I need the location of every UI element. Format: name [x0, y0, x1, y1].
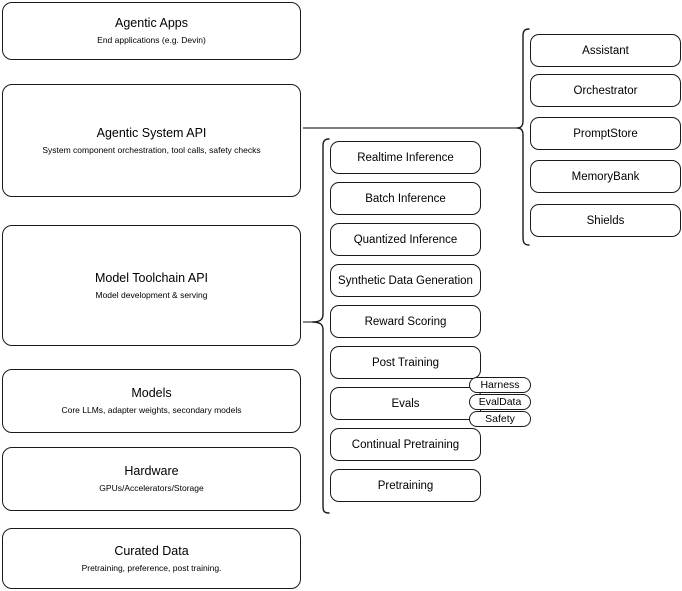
toolchain-item-pretraining[interactable]: Pretraining: [330, 469, 481, 502]
layer-models[interactable]: Models Core LLMs, adapter weights, secon…: [2, 369, 301, 433]
system-item-promptstore[interactable]: PromptStore: [530, 117, 681, 150]
agentic-system-bracket: [516, 28, 530, 246]
layer-title: Models: [131, 386, 172, 401]
layer-model-toolchain-api[interactable]: Model Toolchain API Model development & …: [2, 225, 301, 346]
layer-title: Agentic System API: [96, 125, 207, 140]
system-item-memorybank[interactable]: MemoryBank: [530, 160, 681, 193]
toolchain-item-realtime-inference[interactable]: Realtime Inference: [330, 141, 481, 174]
safety-pill[interactable]: Safety: [469, 411, 531, 427]
layer-subtitle: GPUs/Accelerators/Storage: [99, 483, 204, 493]
layer-subtitle: Model development & serving: [95, 289, 208, 300]
layer-agentic-apps[interactable]: Agentic Apps End applications (e.g. Devi…: [2, 2, 301, 60]
layer-subtitle: System component orchestration, tool cal…: [42, 144, 261, 155]
system-item-shields[interactable]: Shields: [530, 204, 681, 237]
layer-title: Model Toolchain API: [94, 270, 209, 285]
layer-subtitle: Core LLMs, adapter weights, secondary mo…: [61, 405, 242, 415]
layer-curated-data[interactable]: Curated Data Pretraining, preference, po…: [2, 528, 301, 589]
layer-title: Curated Data: [114, 543, 189, 558]
layer-subtitle: End applications (e.g. Devin): [97, 35, 206, 45]
toolchain-item-batch-inference[interactable]: Batch Inference: [330, 182, 481, 215]
layer-title: Hardware: [124, 464, 179, 479]
evaldata-pill[interactable]: EvalData: [469, 394, 531, 410]
toolchain-item-quantized-inference[interactable]: Quantized Inference: [330, 223, 481, 256]
layer-title: Agentic Apps: [115, 16, 188, 31]
layer-subtitle: Pretraining, preference, post training.: [81, 562, 222, 573]
system-item-assistant[interactable]: Assistant: [530, 34, 681, 67]
toolchain-item-reward-scoring[interactable]: Reward Scoring: [330, 305, 481, 338]
model-toolchain-bracket: [311, 138, 330, 514]
toolchain-item-continual-pretraining[interactable]: Continual Pretraining: [330, 428, 481, 461]
layer-hardware[interactable]: Hardware GPUs/Accelerators/Storage: [2, 447, 301, 511]
toolchain-item-synthetic-data-generation[interactable]: Synthetic Data Generation: [330, 264, 481, 297]
toolchain-item-post-training[interactable]: Post Training: [330, 346, 481, 379]
harness-pill[interactable]: Harness: [469, 377, 531, 393]
system-item-orchestrator[interactable]: Orchestrator: [530, 74, 681, 107]
toolchain-item-evals[interactable]: Evals: [330, 387, 481, 420]
layer-agentic-system-api[interactable]: Agentic System API System component orch…: [2, 84, 301, 197]
